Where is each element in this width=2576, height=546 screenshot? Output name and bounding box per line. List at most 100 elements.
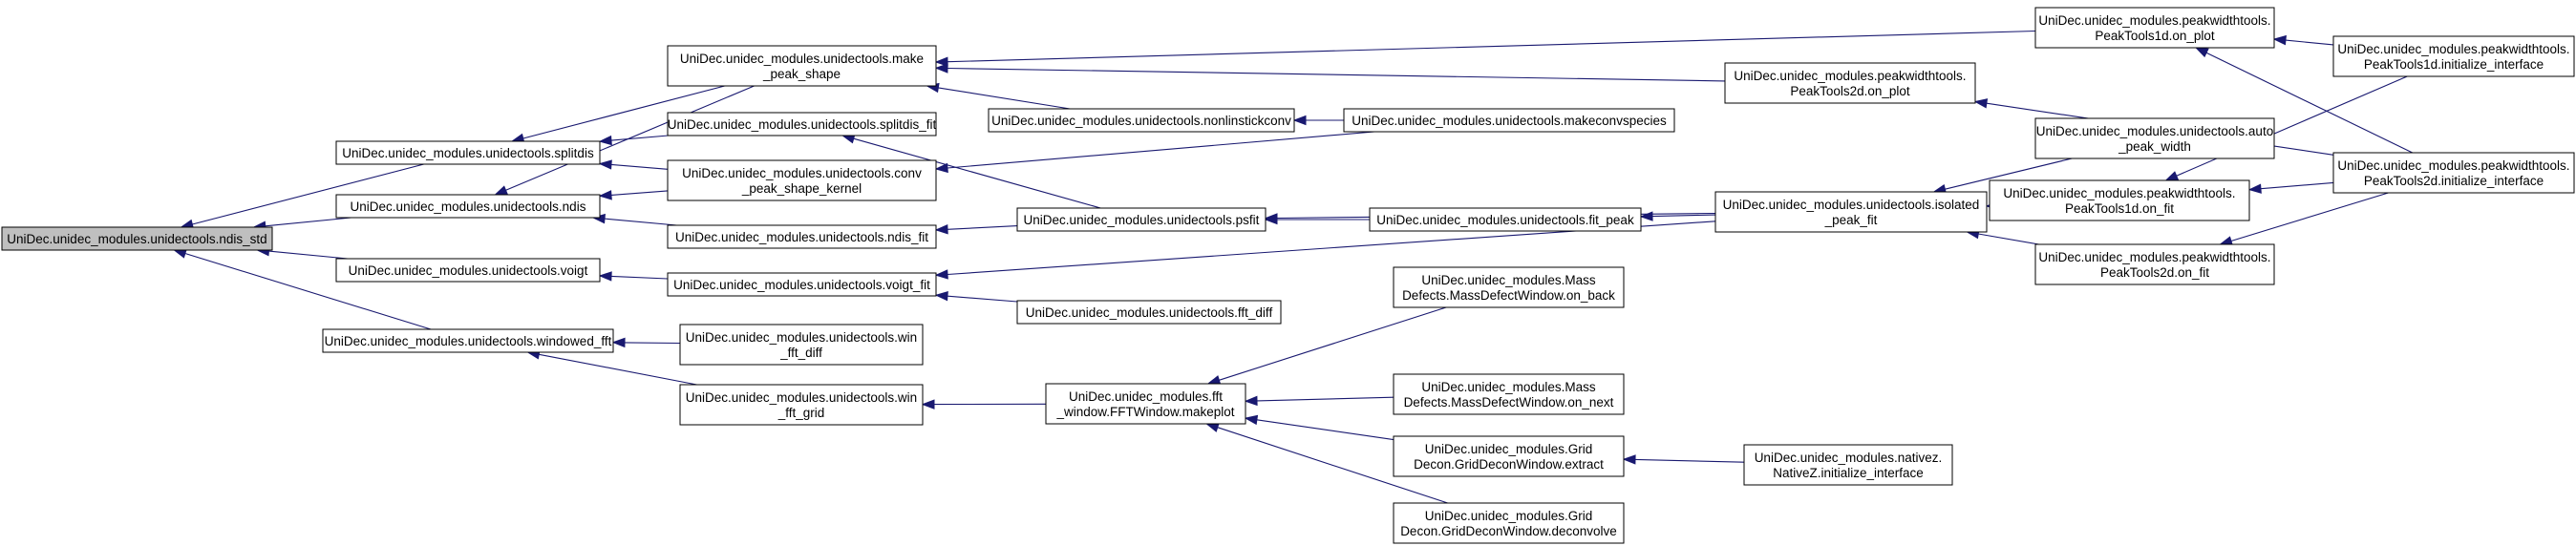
node-gdw-extract[interactable]: UniDec.unidec_modules.GridDecon.GridDeco… <box>1393 435 1625 477</box>
node-label: UniDec.unidec_modules.peakwidthtools. <box>1734 69 1966 83</box>
edge-line <box>1978 233 2039 245</box>
node-splitdis-fit[interactable]: UniDec.unidec_modules.unidectools.splitd… <box>667 112 937 136</box>
node-label: UniDec.unidec_modules.unidectools.psfit <box>1024 213 1260 227</box>
edge-line <box>505 85 755 191</box>
node-voigt-fit[interactable]: UniDec.unidec_modules.unidectools.voigt_… <box>667 272 937 297</box>
edge-arrowhead <box>934 162 948 174</box>
node-box <box>667 224 937 249</box>
edge-line <box>184 252 432 330</box>
node-win-fft-diff[interactable]: UniDec.unidec_modules.unidectools.win_ff… <box>679 324 924 366</box>
edge-win-fft-grid-to-windowed-fft <box>526 349 697 386</box>
node-box <box>679 384 924 426</box>
node-isolated-peak-fit[interactable]: UniDec.unidec_modules.unidectools.isolat… <box>1714 191 1988 233</box>
node-ndis-fit[interactable]: UniDec.unidec_modules.unidectools.ndis_f… <box>667 224 937 249</box>
edge-pt2d-on-plot-to-make-peak-shape <box>934 63 1726 82</box>
edge-arrowhead <box>611 337 626 348</box>
node-box <box>1393 435 1625 477</box>
node-psfit[interactable]: UniDec.unidec_modules.unidectools.psfit <box>1016 207 1267 232</box>
edge-pt2d-init-to-pt1d-on-fit <box>2247 181 2334 194</box>
node-label: PeakTools1d.initialize_interface <box>2364 57 2544 72</box>
node-box <box>1343 108 1675 133</box>
node-label: UniDec.unidec_modules.Grid <box>1425 509 1593 523</box>
node-gdw-deconvolve[interactable]: UniDec.unidec_modules.GridDecon.GridDeco… <box>1393 502 1625 544</box>
node-fft-makeplot[interactable]: UniDec.unidec_modules.fft_window.FFTWind… <box>1045 383 1246 425</box>
edge-line <box>192 163 424 225</box>
node-pt2d-on-fit[interactable]: UniDec.unidec_modules.peakwidthtools.Pea… <box>2034 243 2275 285</box>
edge-fft-makeplot-to-win-fft-grid <box>921 399 1047 410</box>
node-box <box>1045 383 1246 425</box>
node-box <box>2332 35 2575 77</box>
edge-arrowhead <box>1264 213 1278 223</box>
node-auto-peak-width[interactable]: UniDec.unidec_modules.unidectools.auto_p… <box>2034 117 2275 159</box>
node-box <box>322 328 614 353</box>
node-pt2d-on-plot[interactable]: UniDec.unidec_modules.peakwidthtools.Pea… <box>1724 62 1976 104</box>
node-box <box>1393 266 1625 308</box>
node-pt2d-init[interactable]: UniDec.unidec_modules.peakwidthtools.Pea… <box>2332 152 2575 194</box>
node-splitdis[interactable]: UniDec.unidec_modules.unidectools.splitd… <box>335 140 601 165</box>
node-pt1d-on-plot[interactable]: UniDec.unidec_modules.peakwidthtools.Pea… <box>2034 7 2275 49</box>
edge-line <box>947 225 1018 230</box>
node-label: Defects.MassDefectWindow.on_back <box>1402 288 1615 303</box>
edge-line <box>1651 214 1716 218</box>
node-label: UniDec.unidec_modules.unidectools.ndis_f… <box>675 230 928 244</box>
node-makeconvspecies[interactable]: UniDec.unidec_modules.unidectools.makeco… <box>1343 108 1675 133</box>
node-label: UniDec.unidec_modules.peakwidthtools. <box>2038 250 2270 264</box>
edge-gdw-extract-to-fft-makeplot <box>1244 414 1394 441</box>
edge-line <box>610 275 669 280</box>
node-ndis[interactable]: UniDec.unidec_modules.unidectools.ndis <box>335 194 601 219</box>
node-windowed-fft[interactable]: UniDec.unidec_modules.unidectools.window… <box>322 328 614 353</box>
node-pt1d-on-fit[interactable]: UniDec.unidec_modules.peakwidthtools.Pea… <box>1989 179 2250 221</box>
node-fit-peak[interactable]: UniDec.unidec_modules.unidectools.fit_pe… <box>1369 207 1642 232</box>
call-graph-edges <box>173 30 2414 504</box>
node-label: UniDec.unidec_modules.nativez. <box>1755 451 1943 465</box>
edge-line <box>2230 192 2389 242</box>
node-label: UniDec.unidec_modules.unidectools.voigt <box>349 263 588 278</box>
node-label: PeakTools2d.on_fit <box>2100 265 2209 280</box>
node-nativez-init[interactable]: UniDec.unidec_modules.nativez.NativeZ.in… <box>1743 444 1953 486</box>
node-label: UniDec.unidec_modules.Mass <box>1421 380 1596 394</box>
node-win-fft-grid[interactable]: UniDec.unidec_modules.unidectools.win_ff… <box>679 384 924 426</box>
edge-pt2d-init-to-pt1d-on-plot <box>2194 47 2414 154</box>
edge-arrowhead <box>2194 47 2209 58</box>
edge-arrowhead <box>1206 375 1222 386</box>
edge-arrowhead <box>1204 422 1220 432</box>
node-fft-diff[interactable]: UniDec.unidec_modules.unidectools.fft_di… <box>1016 300 1282 325</box>
node-ndis-std[interactable]: UniDec.unidec_modules.unidectools.ndis_s… <box>1 226 273 251</box>
node-conv-peak-shape-kernel[interactable]: UniDec.unidec_modules.unidectools.conv_p… <box>667 159 937 201</box>
edge-arrowhead <box>1292 115 1307 126</box>
node-nonlinstickconv[interactable]: UniDec.unidec_modules.unidectools.nonlin… <box>988 108 1295 133</box>
edge-line <box>2285 39 2334 46</box>
edge-fit-peak-to-psfit <box>1264 214 1370 225</box>
edge-arrowhead <box>934 63 948 74</box>
node-box <box>2332 152 2575 194</box>
node-label: UniDec.unidec_modules.unidectools.win <box>686 390 917 405</box>
call-graph-nodes: UniDec.unidec_modules.unidectools.ndis_s… <box>1 7 2575 544</box>
node-voigt[interactable]: UniDec.unidec_modules.unidectools.voigt <box>335 258 601 283</box>
edge-line <box>2205 52 2414 154</box>
node-label: UniDec.unidec_modules.Grid <box>1425 442 1593 456</box>
node-label: Decon.GridDeconWindow.deconvolve <box>1400 524 1617 538</box>
node-box <box>1743 444 1953 486</box>
node-mdw-on-next[interactable]: UniDec.unidec_modules.MassDefects.MassDe… <box>1393 373 1625 415</box>
node-label: PeakTools2d.initialize_interface <box>2364 174 2544 188</box>
edge-line <box>2176 75 2408 177</box>
edge-psfit-to-ndis-fit <box>934 224 1018 235</box>
node-box <box>335 258 601 283</box>
edge-line <box>938 87 1071 110</box>
node-box <box>1369 207 1642 232</box>
node-pt1d-init[interactable]: UniDec.unidec_modules.peakwidthtools.Pea… <box>2332 35 2575 77</box>
node-label: Decon.GridDeconWindow.extract <box>1414 457 1604 472</box>
edge-arrowhead <box>1973 98 1989 109</box>
edge-conv-peak-shape-kernel-to-splitdis <box>598 159 669 170</box>
node-label: NativeZ.initialize_interface <box>1773 466 1924 480</box>
edge-nonlinstickconv-to-make-peak-shape <box>926 82 1071 110</box>
edge-pt1d-init-to-pt1d-on-plot <box>2272 34 2334 46</box>
edge-arrowhead <box>598 190 612 200</box>
edge-psfit-to-splitdis-fit <box>841 134 1101 209</box>
edge-conv-peak-shape-kernel-to-ndis <box>598 190 669 200</box>
node-make-peak-shape[interactable]: UniDec.unidec_modules.unidectools.make_p… <box>667 45 937 87</box>
node-label: UniDec.unidec_modules.unidectools.ndis_s… <box>7 232 266 246</box>
node-label: UniDec.unidec_modules.unidectools.fit_pe… <box>1376 213 1634 227</box>
node-mdw-on-back[interactable]: UniDec.unidec_modules.MassDefects.MassDe… <box>1393 266 1625 308</box>
edge-arrowhead <box>494 185 509 196</box>
